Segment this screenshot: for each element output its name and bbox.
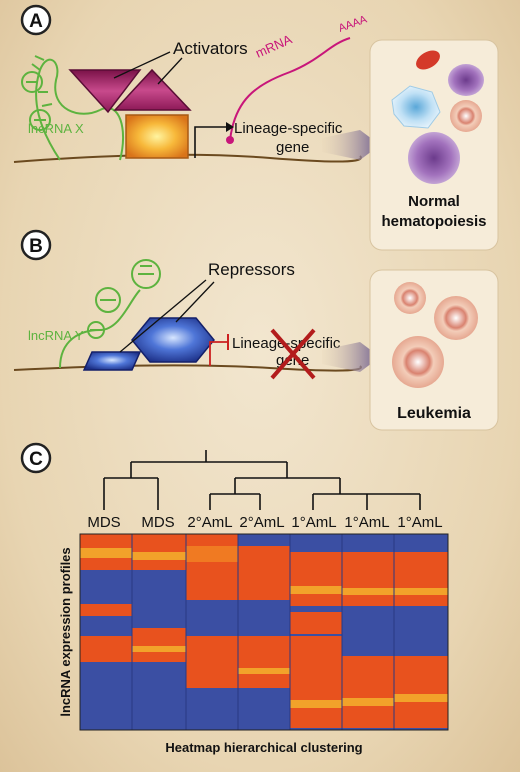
panel-b-letter: B: [29, 236, 43, 257]
heatmap-block: [394, 588, 448, 595]
mrna-strand: [229, 37, 351, 141]
transcription-arrowhead: [226, 122, 234, 132]
sample-label: 1°AmL: [344, 514, 389, 531]
activator-square: [125, 114, 189, 159]
repressor-hexagon: [131, 317, 215, 363]
heatmap-block: [132, 628, 186, 662]
activator-pointer-1: [113, 51, 171, 79]
repressors-label: Repressors: [208, 260, 295, 279]
activator-pointer-2: [157, 57, 183, 85]
lymphocyte-cell: [450, 100, 482, 132]
sample-label: MDS: [141, 514, 174, 531]
heatmap-block: [342, 588, 394, 595]
mrna-label: mRNA: [253, 31, 294, 60]
panel-a-letter: A: [29, 11, 43, 32]
outcome-a-line2: hematopoiesis: [381, 213, 486, 230]
megakaryocyte-cell: [408, 132, 460, 184]
outcome-arrow-b: [322, 342, 380, 372]
panel-b: B lncRNA Y Repressors Lineage-specific g…: [13, 229, 499, 431]
heatmap-block: [132, 552, 186, 560]
repressor-pointer-2: [175, 281, 215, 323]
heatmap-block: [342, 656, 394, 728]
repressor-small: [82, 351, 142, 371]
heatmap-block: [80, 636, 132, 662]
heatmap-ylabel: lncRNA expression profiles: [58, 547, 73, 716]
monocyte-cell: [391, 85, 441, 129]
lncrna-y-label: lncRNA Y: [28, 328, 84, 343]
heatmap-column-dividers: [131, 534, 395, 730]
panel-c: C MDS MDS 2°AmL: [20, 442, 449, 755]
dna-strand-a: [13, 153, 362, 163]
activator-triangle-left: [68, 69, 142, 114]
heatmap-block: [238, 546, 290, 600]
activators-label: Activators: [173, 39, 248, 58]
heatmap-block: [290, 552, 342, 606]
heatmap-block: [290, 586, 342, 594]
repression-bar: [209, 341, 228, 366]
heatmap-block: [186, 546, 238, 562]
outcome-a-line1: Normal: [408, 193, 460, 210]
blast-cell-3: [392, 336, 444, 388]
panel-b-badge: [20, 229, 52, 261]
sample-label: MDS: [87, 514, 120, 531]
gene-a-label-line1: Lineage-specific: [234, 120, 343, 137]
heatmap-block: [290, 700, 342, 708]
heatmap-block: [238, 636, 290, 688]
outcome-b-line1: Leukemia: [397, 405, 471, 422]
heatmap-block: [290, 636, 342, 728]
sample-label: 1°AmL: [397, 514, 442, 531]
panel-c-badge: [20, 442, 52, 474]
sample-label: 2°AmL: [187, 514, 232, 531]
sample-label: 2°AmL: [239, 514, 284, 531]
heatmap-block: [394, 656, 448, 728]
polya-label: AAAA: [337, 13, 369, 35]
dendrogram: [103, 450, 421, 510]
blast-cell-2: [434, 296, 478, 340]
heatmap-block: [186, 534, 238, 600]
lncrna-x-label: lncRNA X: [28, 121, 84, 136]
blast-cell-1: [394, 282, 426, 314]
cross-out-icon: [270, 328, 316, 380]
panel-a-badge: [20, 4, 52, 36]
repressor-pointer-1: [119, 279, 207, 353]
heatmap-block: [290, 612, 342, 634]
heatmap-block: [394, 694, 448, 702]
activator-triangle-right: [113, 68, 192, 111]
heatmap-caption: Heatmap hierarchical clustering: [165, 740, 362, 755]
transcription-arrow: [194, 126, 226, 158]
heatmap-block: [186, 636, 238, 688]
heatmap-block: [342, 552, 394, 606]
gene-a-label-line2: gene: [276, 139, 309, 156]
heatmap-block: [342, 698, 394, 706]
mrna-cap: [226, 136, 234, 144]
lncrna-y-structure: [59, 259, 161, 369]
red-blood-cell: [416, 50, 440, 70]
granulocyte-cell: [448, 64, 484, 96]
sample-labels: MDS MDS 2°AmL 2°AmL 1°AmL 1°AmL 1°AmL: [87, 514, 442, 531]
outcome-arrow-a: [322, 130, 380, 160]
heatmap-block: [132, 646, 186, 652]
heatmap: [79, 533, 449, 731]
heatmap-frame: [79, 533, 449, 731]
panel-c-letter: C: [29, 449, 43, 470]
panel-a: A lncRNA X Activators mRNA AAAA Lineage-…: [13, 4, 499, 251]
heatmap-block: [80, 548, 132, 558]
heatmap-block: [394, 552, 448, 606]
heatmap-block: [238, 668, 290, 674]
sample-label: 1°AmL: [291, 514, 336, 531]
heatmap-block: [80, 604, 132, 616]
